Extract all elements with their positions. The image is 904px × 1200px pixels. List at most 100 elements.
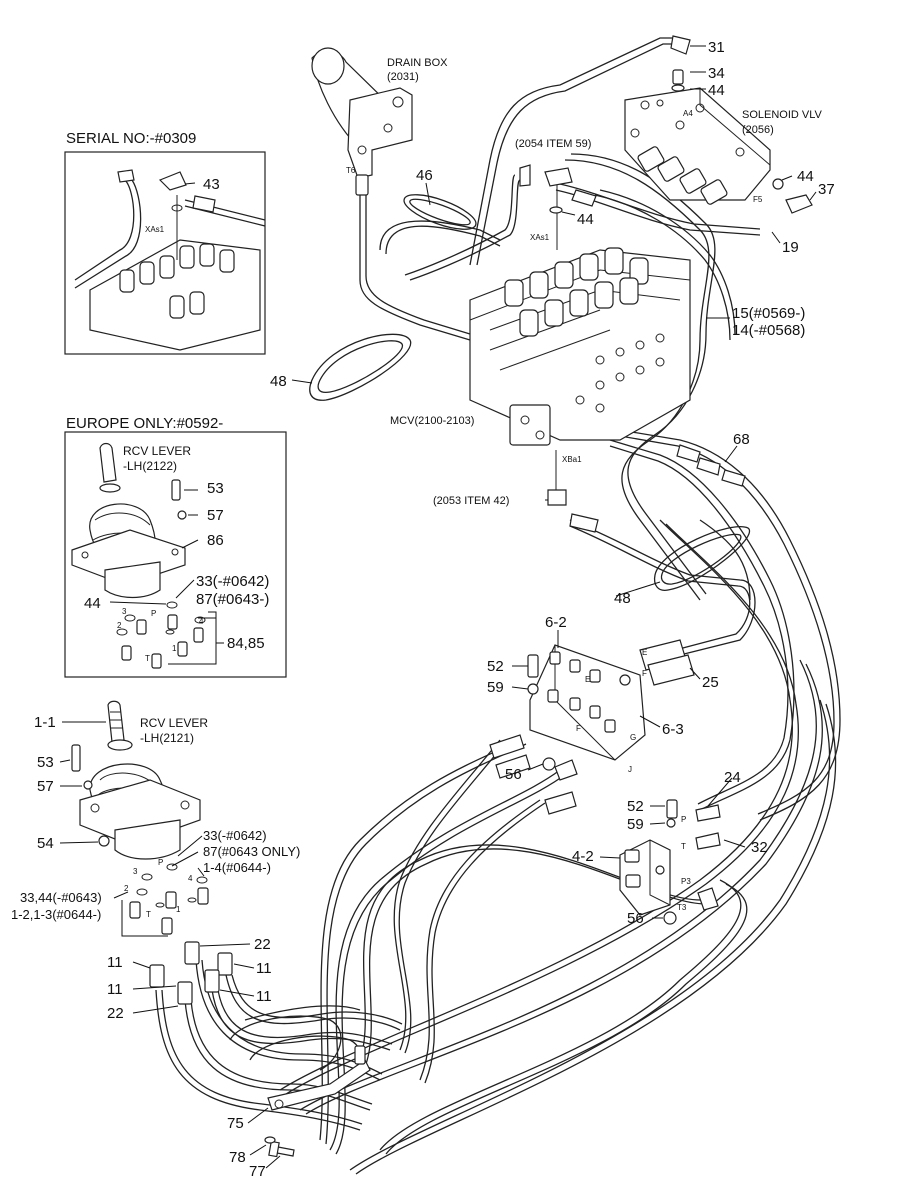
item-2054-label: (2054 ITEM 59) (515, 138, 591, 150)
part-24: 24 (724, 769, 741, 786)
part-1-4: 1-4(#0644-) (203, 860, 271, 875)
part-48-mid: 48 (614, 590, 631, 607)
part-57-eu: 57 (207, 507, 224, 524)
port-p3: P3 (681, 877, 691, 886)
manifold-4-2 (619, 839, 671, 916)
mcv-solenoids (504, 247, 649, 337)
port-2-b: 2 (124, 884, 129, 893)
rcv-port-fittings (129, 863, 209, 935)
port-1-b: 1 (176, 905, 181, 914)
fitting-24 (695, 804, 721, 822)
europe-inset (64, 431, 287, 678)
port-xba1-label: XBa1 (562, 455, 582, 464)
part-48-top: 48 (270, 373, 287, 390)
nut-56-bot (663, 911, 677, 925)
part-87-main: 87(#0643 ONLY) (203, 844, 300, 859)
part-44-mcv: 44 (577, 211, 594, 228)
port-g1: G (630, 733, 636, 742)
part-59-top: 59 (487, 679, 504, 696)
part-78: 78 (229, 1149, 246, 1166)
port-xas1-label: XAs1 (530, 233, 550, 242)
part-53: 53 (37, 754, 54, 771)
port-4-b: 4 (188, 874, 193, 883)
part-53-eu: 53 (207, 480, 224, 497)
part-4-2: 4-2 (572, 848, 594, 865)
port-3-a: 3 (122, 607, 127, 616)
rcv-lever-2122-label: RCV LEVER (123, 444, 191, 458)
part-44-top: 44 (708, 82, 725, 99)
part-1-1: 1-1 (34, 714, 56, 731)
part-25: 25 (702, 674, 719, 691)
port-j1: J (628, 765, 632, 774)
port-f2: F (576, 724, 581, 733)
port-t-a: T (145, 654, 150, 663)
part-57: 57 (37, 778, 54, 795)
part-15-14a: 15(#0569-) (732, 305, 805, 322)
nut-56-top (542, 757, 556, 771)
drain-box-code: (2031) (387, 71, 419, 83)
part-22-a: 22 (254, 936, 271, 953)
part-11-c: 11 (107, 981, 123, 998)
port-e1: E (642, 648, 647, 657)
port-t6-label: T6 (346, 166, 356, 175)
protector-48-top (309, 333, 412, 401)
washer-78 (264, 1136, 276, 1144)
hose-fitting-b (495, 754, 531, 779)
serial-inset (64, 151, 266, 355)
port-p-c: P (681, 815, 686, 824)
port-t-c: T (681, 842, 686, 851)
bolt-53 (71, 744, 81, 772)
port-e2: E (585, 675, 590, 684)
bolt-52-top (527, 654, 539, 678)
part-86: 86 (207, 532, 224, 549)
rcv-lever-main (79, 700, 201, 860)
hose-clamp (267, 1045, 371, 1111)
part-37: 37 (818, 181, 835, 198)
drain-box (311, 47, 413, 196)
part-54: 54 (37, 835, 54, 852)
part-31: 31 (708, 39, 725, 56)
leader-lines (59, 45, 817, 1169)
port-t3: T3 (677, 903, 687, 912)
port-p-b: P (158, 858, 163, 867)
bolt-77 (268, 1140, 295, 1158)
part-22-b: 22 (107, 1005, 124, 1022)
fitting-25 (647, 654, 695, 686)
part-87-eu: 87(#0643-) (196, 591, 269, 608)
part-numbers: 31 34 44 37 44 19 15(#0569-) 14(-#0568) … (11, 39, 835, 1180)
manifold-6-2 (529, 644, 646, 761)
fitting-mcv-bottom (569, 513, 599, 533)
part-33-main: 33(-#0642) (203, 828, 267, 843)
port-1-a: 1 (172, 644, 177, 653)
part-52-bot: 52 (627, 798, 644, 815)
part-1-2-3: 1-2,1-3(#0644-) (11, 907, 101, 922)
part-56-top: 56 (505, 766, 522, 783)
fitting-32 (695, 832, 721, 850)
part-75: 75 (227, 1115, 244, 1132)
part-34: 34 (708, 65, 725, 82)
port-4-a: 4 (199, 617, 204, 626)
europe-inset-title: EUROPE ONLY:#0592- (66, 415, 223, 432)
washer-59-bot (666, 818, 676, 828)
o-ring-44-mcv (549, 206, 563, 214)
fitting-p3 (697, 887, 719, 911)
solenoid-valve-label: SOLENOID VLV (742, 109, 823, 121)
callout-labels: DRAIN BOX (2031) SOLENOID VLV (2056) (20… (66, 57, 823, 745)
protector-48-mid (653, 526, 751, 591)
washer-57 (83, 780, 93, 790)
port-2-a: 2 (117, 621, 122, 630)
item-2053-label: (2053 ITEM 42) (433, 495, 509, 507)
serial-inset-title: SERIAL NO:-#0309 (66, 130, 196, 147)
rcv-lever-2121-label: RCV LEVER (140, 716, 208, 730)
hose-fitting-c (554, 759, 578, 781)
part-11-a: 11 (107, 954, 123, 971)
part-52-top: 52 (487, 658, 504, 675)
part-33-eu: 33(-#0642) (196, 573, 269, 590)
solenoid-valve (624, 35, 813, 214)
port-f5-label: F5 (753, 195, 763, 204)
port-3-b: 3 (133, 867, 138, 876)
mcv-label: MCV(2100-2103) (390, 415, 474, 427)
part-59-bot: 59 (627, 816, 644, 833)
rcv-lever-2121-code: -LH(2121) (140, 731, 194, 745)
part-19: 19 (782, 239, 799, 256)
